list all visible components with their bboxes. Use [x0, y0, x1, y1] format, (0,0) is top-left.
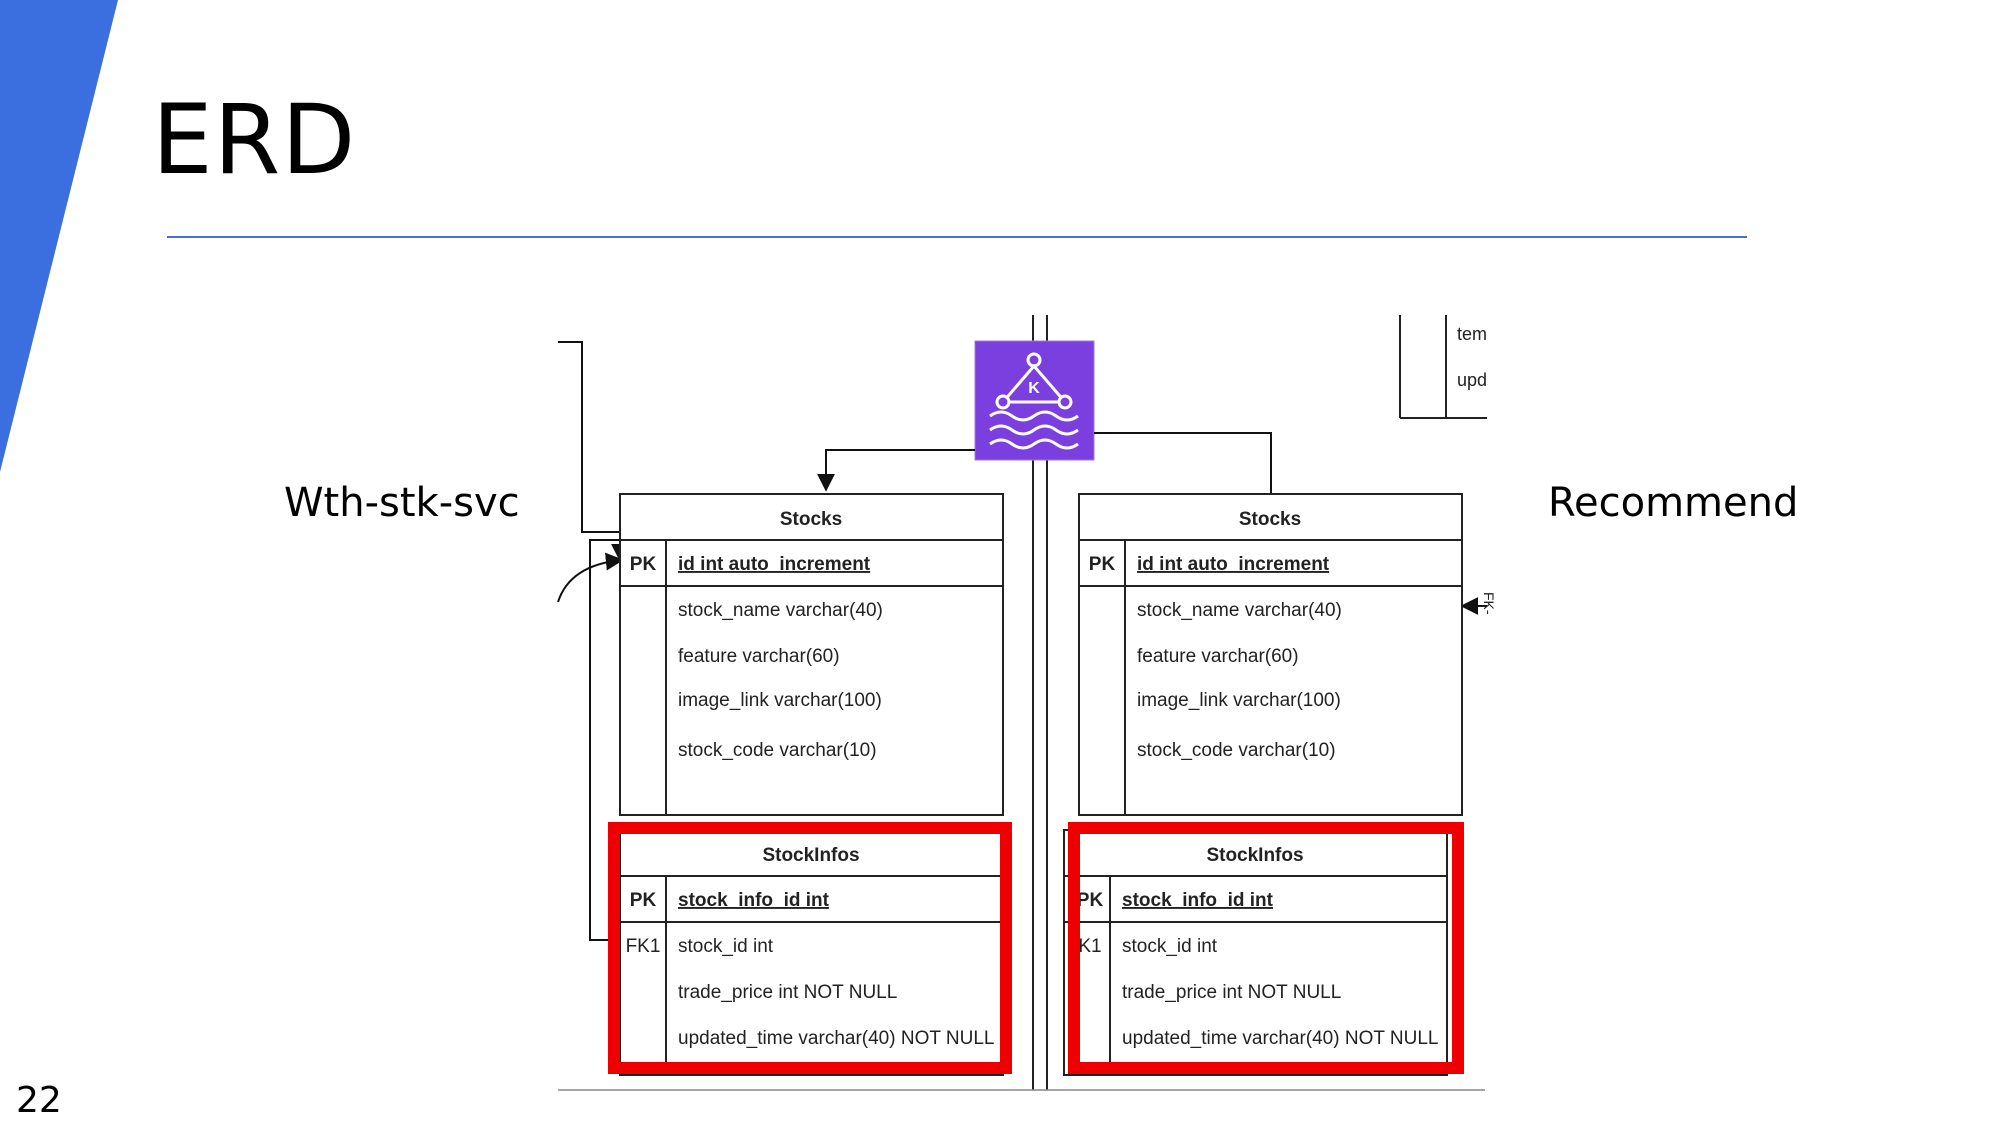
left-stocks-field: stock_name varchar(40) — [678, 600, 883, 621]
left-stocks-pk-field: id int auto_increment — [678, 554, 871, 575]
right-edge-note: FK- — [1481, 592, 1497, 615]
accent-shape — [0, 0, 118, 472]
kafka-to-left-stocks-connector — [817, 449, 975, 492]
left-highlight-box — [608, 822, 1012, 1074]
left-stockinfos-pk-label: PK — [630, 890, 657, 911]
right-stocks-title: Stocks — [1239, 509, 1301, 530]
left-service-label: Wth-stk-svc — [284, 480, 520, 526]
right-stockinfos-field: stock_id int — [1122, 936, 1218, 957]
left-stocks-field: stock_code varchar(10) — [678, 740, 877, 761]
right-stockinfos-pk-label: PK — [1077, 890, 1104, 911]
accent-stripe — [0, 0, 118, 472]
left-stockinfos-field: stock_id int — [678, 936, 774, 957]
left-fk-connector — [589, 539, 620, 941]
page-number: 22 — [16, 1080, 62, 1121]
right-stockinfos-field: trade_price int NOT NULL — [1122, 982, 1341, 1003]
left-stockinfos-pk-field: stock_info_id int — [678, 890, 830, 911]
kafka-letter: K — [1028, 380, 1040, 397]
right-stocks-field: stock_code varchar(10) — [1137, 740, 1336, 761]
right-stocks-field: stock_name varchar(40) — [1137, 600, 1342, 621]
left-incoming-connector — [558, 341, 629, 562]
left-stockinfos-title: StockInfos — [762, 845, 859, 866]
left-stocks-field: feature varchar(60) — [678, 646, 840, 667]
left-stocks-field: image_link varchar(100) — [678, 690, 882, 711]
left-stocks-pk-label: PK — [630, 554, 657, 575]
right-stockinfos-fk-label: K1 — [1078, 936, 1101, 957]
partial-field-1: upd — [1457, 370, 1487, 390]
right-service-label: Recommend — [1548, 480, 1799, 526]
right-stockinfos-title: StockInfos — [1206, 845, 1303, 866]
slide-title: ERD — [152, 84, 357, 196]
kafka-to-right-stocks-connector — [1094, 432, 1272, 494]
right-stocks-field: image_link varchar(100) — [1137, 690, 1341, 711]
left-stockinfos-fk-label: FK1 — [626, 936, 661, 957]
right-stocks-pk-label: PK — [1089, 554, 1116, 575]
right-stockinfos-table: StockInfos PK stock_info_id int K1 stock… — [1063, 822, 1464, 1076]
right-stockinfos-pk-field: stock_info_id int — [1122, 890, 1274, 911]
left-stocks-table: Stocks PK id int auto_increment stock_na… — [619, 493, 1004, 816]
partial-field-0: tem — [1457, 324, 1487, 344]
left-stockinfos-field: trade_price int NOT NULL — [678, 982, 897, 1003]
left-stocks-title: Stocks — [780, 509, 842, 530]
right-stocks-table: Stocks PK id int auto_increment stock_na… — [1078, 493, 1463, 816]
right-highlight-box — [1068, 822, 1464, 1074]
kafka-icon: K — [974, 340, 1095, 461]
partial-table: tem upd — [1399, 315, 1487, 419]
left-stockinfos-table: StockInfos PK stock_info_id int FK1 stoc… — [608, 822, 1012, 1076]
title-divider — [167, 236, 1747, 238]
left-stockinfos-field: updated_time varchar(40) NOT NULL — [678, 1028, 994, 1049]
right-stocks-pk-field: id int auto_increment — [1137, 554, 1330, 575]
left-curved-connector — [557, 552, 624, 603]
right-stocks-field: feature varchar(60) — [1137, 646, 1299, 667]
right-stockinfos-field: updated_time varchar(40) NOT NULL — [1122, 1028, 1438, 1049]
